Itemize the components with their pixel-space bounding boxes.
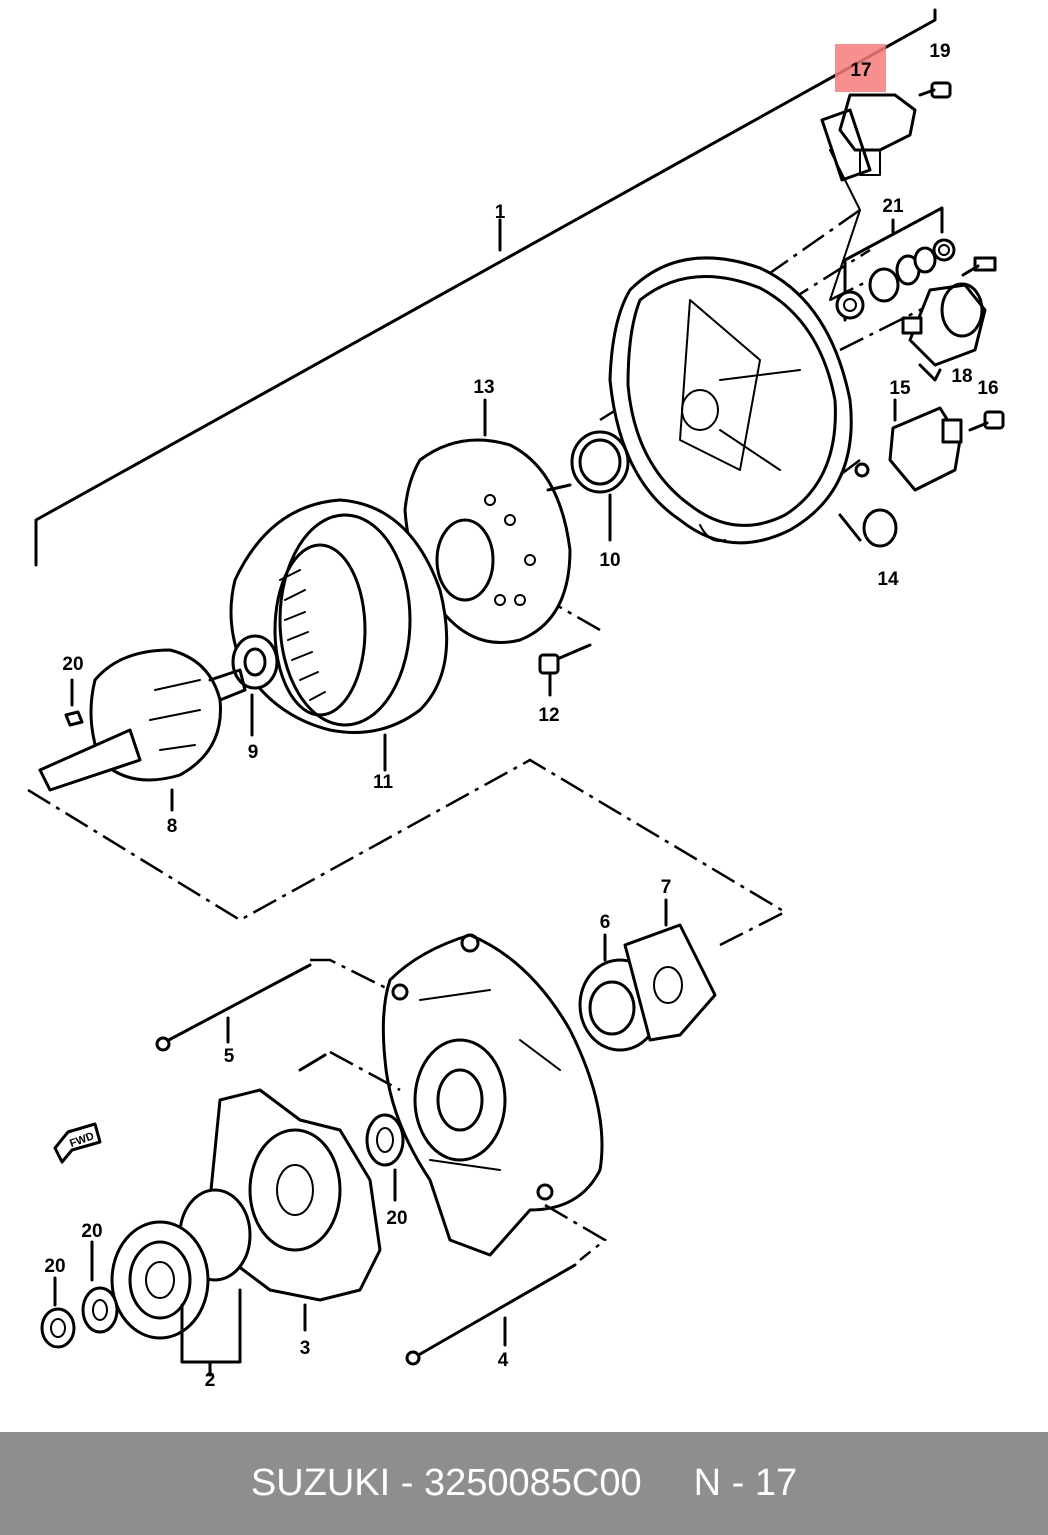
callout-6: 6 xyxy=(600,912,611,933)
ref-prefix: N xyxy=(693,1462,722,1504)
callout-20-washer: 20 xyxy=(81,1221,102,1242)
callout-4: 4 xyxy=(498,1350,509,1371)
part-7-retainer-plate[interactable] xyxy=(623,898,717,1042)
callout-20-upper: 20 xyxy=(62,654,83,675)
front-frame-housing[interactable] xyxy=(381,933,604,1257)
part-20-spacer-mid[interactable] xyxy=(365,1113,405,1202)
part-12-screw[interactable] xyxy=(538,643,592,697)
part-2-pulley[interactable] xyxy=(110,1188,252,1377)
callout-12: 12 xyxy=(538,705,559,726)
callout-21: 21 xyxy=(882,196,904,217)
callout-13: 13 xyxy=(473,377,494,398)
part-13-rectifier[interactable] xyxy=(403,398,572,644)
part-5-through-bolt[interactable] xyxy=(155,958,391,1052)
part-15-regulator[interactable] xyxy=(888,398,963,492)
callout-3: 3 xyxy=(300,1338,311,1359)
part-20-washer-lower[interactable] xyxy=(81,1240,119,1334)
callout-2: 2 xyxy=(205,1370,216,1391)
brand-separator: - xyxy=(400,1462,414,1504)
callout-18: 18 xyxy=(951,366,972,387)
part-19-screw[interactable] xyxy=(918,81,952,99)
part-20-key-upper[interactable] xyxy=(64,678,84,727)
callout-8: 8 xyxy=(167,816,178,837)
callout-19: 19 xyxy=(929,41,950,62)
callout-14: 14 xyxy=(877,569,899,590)
callout-9: 9 xyxy=(248,742,259,763)
parts-diagram: FWD 1 2 3 4 5 6 7 8 9 10 11 12 13 14 15 … xyxy=(27,8,1005,1391)
exploded-view-svg: FWD 1 2 3 4 5 6 7 8 9 10 11 12 13 14 15 … xyxy=(27,8,1005,1391)
part-17-brush-holder[interactable] xyxy=(820,44,917,301)
part-20-nut-lower[interactable] xyxy=(40,1276,76,1349)
callout-1: 1 xyxy=(495,202,506,223)
callout-20-mid: 20 xyxy=(386,1208,407,1229)
rear-frame-housing[interactable] xyxy=(608,256,870,545)
part-17-highlight xyxy=(835,44,886,92)
part-18-terminal[interactable] xyxy=(901,256,997,382)
callout-17: 17 xyxy=(850,60,871,81)
part-info-footer: SUZUKI - 3250085C00 N - 17 xyxy=(0,1432,1048,1535)
ref-number: 17 xyxy=(754,1462,798,1504)
callout-7: 7 xyxy=(661,877,672,898)
fwd-direction-marker: FWD xyxy=(53,1122,102,1164)
part-9-bearing[interactable] xyxy=(231,634,279,737)
part-16-screw[interactable] xyxy=(968,410,1005,432)
callout-10: 10 xyxy=(599,550,620,571)
part-11-stator[interactable] xyxy=(229,498,449,772)
part-8-rotor[interactable] xyxy=(38,648,247,812)
callout-15: 15 xyxy=(889,378,911,399)
part-10-bearing-ring[interactable] xyxy=(570,430,630,542)
ref-separator: - xyxy=(731,1462,745,1504)
part-21-insulator-set[interactable] xyxy=(835,206,956,322)
screw-front-frame[interactable] xyxy=(298,1050,401,1092)
part-14-bushing[interactable] xyxy=(838,508,898,548)
assembly-bracket-1 xyxy=(34,8,937,567)
callout-20-nut: 20 xyxy=(44,1256,65,1277)
part-4-through-bolt[interactable] xyxy=(405,1203,608,1366)
brand-name: SUZUKI xyxy=(250,1462,391,1504)
callout-5: 5 xyxy=(224,1046,235,1067)
callout-16: 16 xyxy=(977,378,998,399)
callout-labels: 1 2 3 4 5 6 7 8 9 10 11 12 13 14 15 16 1… xyxy=(44,41,998,1391)
part-number: 3250085C00 xyxy=(423,1462,642,1504)
callout-11: 11 xyxy=(373,772,394,793)
